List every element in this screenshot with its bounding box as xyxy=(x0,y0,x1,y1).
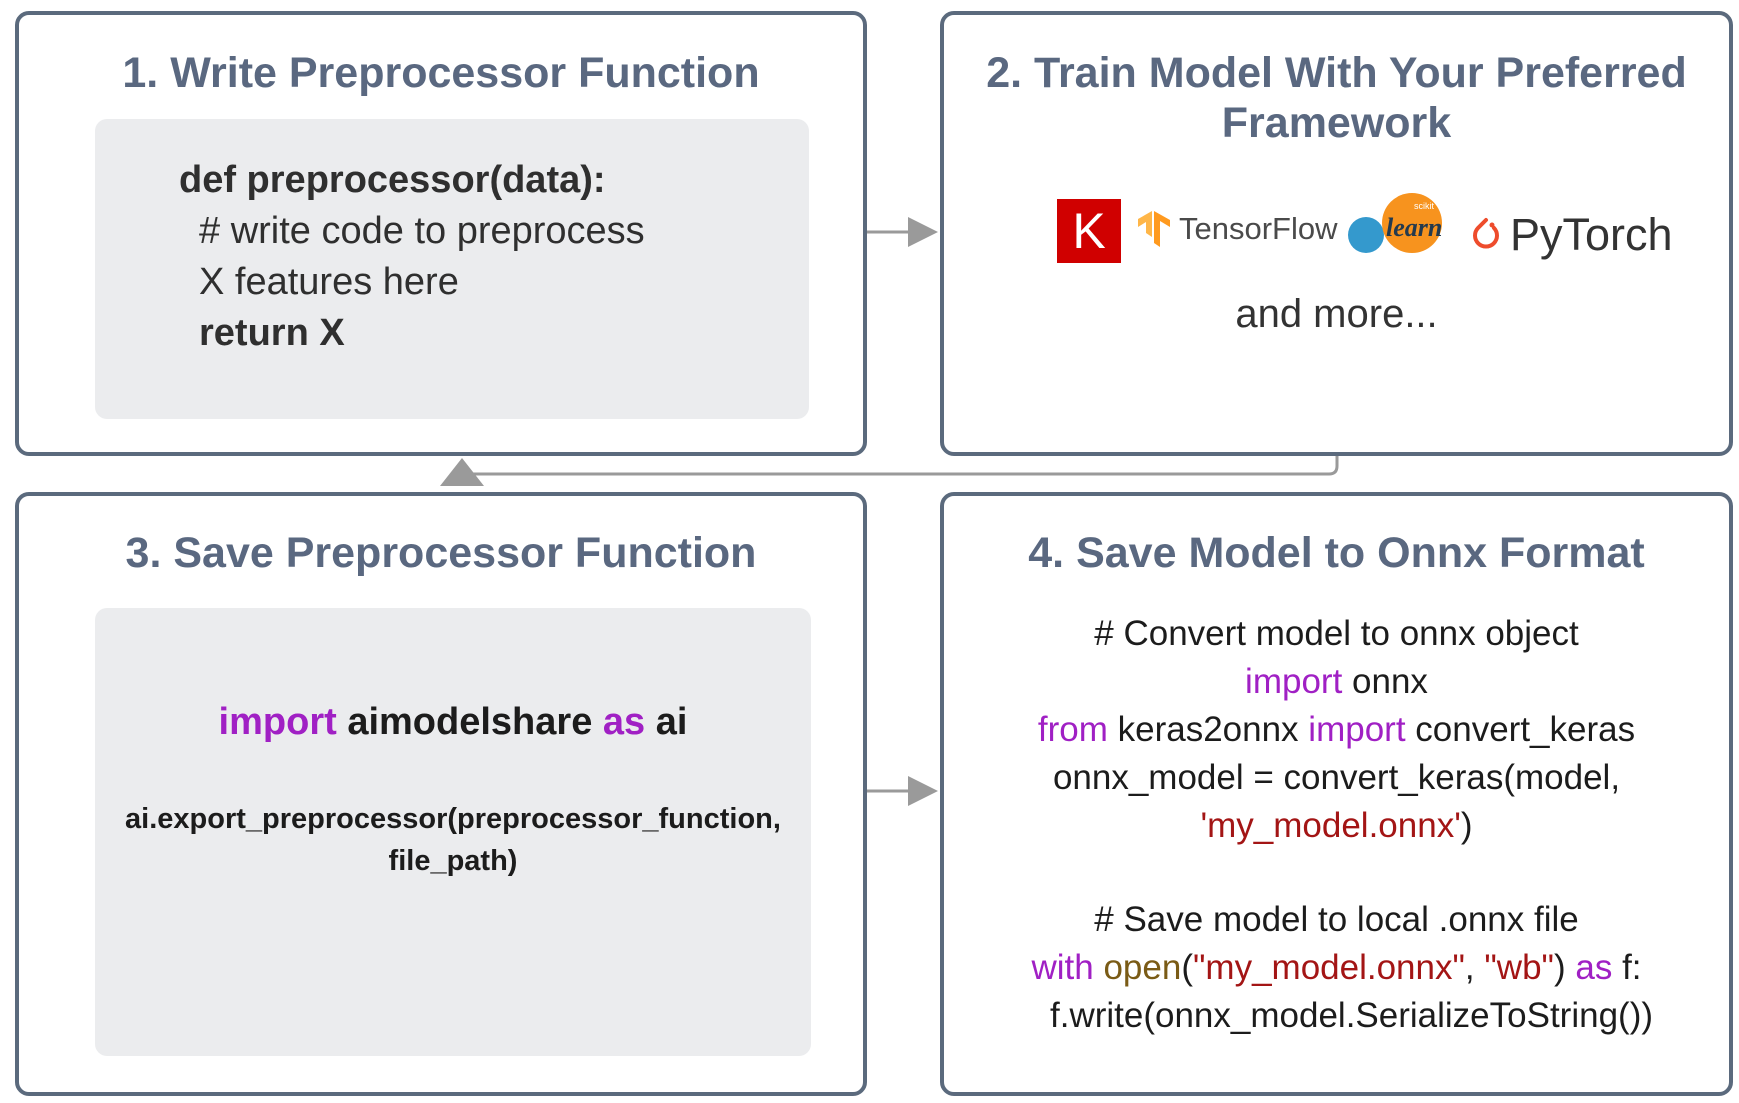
arrow-2-to-3-head xyxy=(440,458,484,486)
convert-keras-name: convert_keras xyxy=(1415,710,1636,749)
panel-title: 3. Save Preprocessor Function xyxy=(125,529,757,577)
panel-title: 1. Write Preprocessor Function xyxy=(122,49,760,97)
code-box: def preprocessor(data): # write code to … xyxy=(95,119,809,419)
close-paren: ) xyxy=(1553,948,1566,987)
code-line-def: def preprocessor(data): xyxy=(179,159,606,201)
import-keyword: import xyxy=(218,701,337,743)
comment-convert: # Convert model to onnx object xyxy=(1094,614,1579,653)
panel-save-onnx: 4. Save Model to Onnx Format # Convert m… xyxy=(940,492,1733,1096)
pytorch-icon xyxy=(1473,218,1499,249)
as-keyword: as xyxy=(1575,948,1613,987)
comment-save: # Save model to local .onnx file xyxy=(1094,900,1579,939)
code-line-comment: # write code to preprocess xyxy=(199,210,645,252)
pytorch-label: PyTorch xyxy=(1510,209,1673,260)
tensorflow-icon xyxy=(1138,211,1170,247)
sklearn-small-label: scikit xyxy=(1414,201,1434,211)
arrow-2-to-3 xyxy=(460,456,1339,478)
comma: , xyxy=(1464,948,1485,987)
code-box: import aimodelshare as ai ai.export_prep… xyxy=(95,608,811,1056)
sklearn-logo: scikit learn xyxy=(1348,191,1458,261)
and-more-text: and more... xyxy=(1235,292,1438,336)
export-line-1: ai.export_preprocessor(preprocessor_func… xyxy=(125,803,781,835)
import-onnx-line: import onnx xyxy=(944,658,1729,706)
sklearn-main-label: learn xyxy=(1386,213,1443,242)
with-keyword: with xyxy=(1031,948,1094,987)
code-line-return: return X xyxy=(199,312,345,354)
from-import-line: from keras2onnx import convert_keras xyxy=(944,706,1729,754)
keras-letter: K xyxy=(1072,203,1106,259)
assign-line: onnx_model = convert_keras(model, xyxy=(1052,758,1621,797)
onnx-module: onnx xyxy=(1352,662,1428,701)
write-line: f.write(onnx_model.SerializeToString()) xyxy=(1050,996,1653,1035)
close-paren: ) xyxy=(1460,806,1473,845)
open-function: open xyxy=(1103,948,1182,987)
panel-write-preprocessor: 1. Write Preprocessor Function def prepr… xyxy=(15,11,867,456)
tensorflow-label: TensorFlow xyxy=(1179,211,1338,246)
tensorflow-logo: TensorFlow xyxy=(1137,207,1338,255)
export-line-2: file_path) xyxy=(388,845,518,877)
as-keyword: as xyxy=(602,701,646,743)
mode-string: "wb" xyxy=(1484,948,1554,987)
keras-logo: K xyxy=(1057,199,1121,263)
alias-name: ai xyxy=(655,701,688,743)
filename-string: "my_model.onnx" xyxy=(1193,948,1465,987)
module-name: aimodelshare xyxy=(347,701,593,743)
model-string-line: 'my_model.onnx') xyxy=(944,802,1729,850)
panel-title: 4. Save Model to Onnx Format xyxy=(1028,529,1645,577)
with-open-line: with open("my_model.onnx", "wb") as f: xyxy=(944,944,1729,992)
panel-title-line1: 2. Train Model With Your Preferred xyxy=(986,49,1687,97)
code-line-features: X features here xyxy=(199,261,459,303)
panel-title-line2: Framework xyxy=(1221,99,1452,147)
import-line: import aimodelshare as ai xyxy=(95,698,811,746)
from-keyword: from xyxy=(1037,710,1108,749)
model-filename-string: 'my_model.onnx' xyxy=(1200,806,1461,845)
keras2onnx-module: keras2onnx xyxy=(1117,710,1299,749)
panel-save-preprocessor: 3. Save Preprocessor Function import aim… xyxy=(15,492,867,1096)
sklearn-blue-circle xyxy=(1348,217,1384,253)
import-keyword: import xyxy=(1245,662,1343,701)
open-paren: ( xyxy=(1181,948,1193,987)
file-var: f: xyxy=(1622,948,1642,987)
pytorch-logo: PyTorch xyxy=(1470,207,1685,267)
import-keyword: import xyxy=(1308,710,1406,749)
sklearn-orange-circle xyxy=(1382,193,1442,253)
panel-train-model: 2. Train Model With Your Preferred Frame… xyxy=(940,11,1733,456)
